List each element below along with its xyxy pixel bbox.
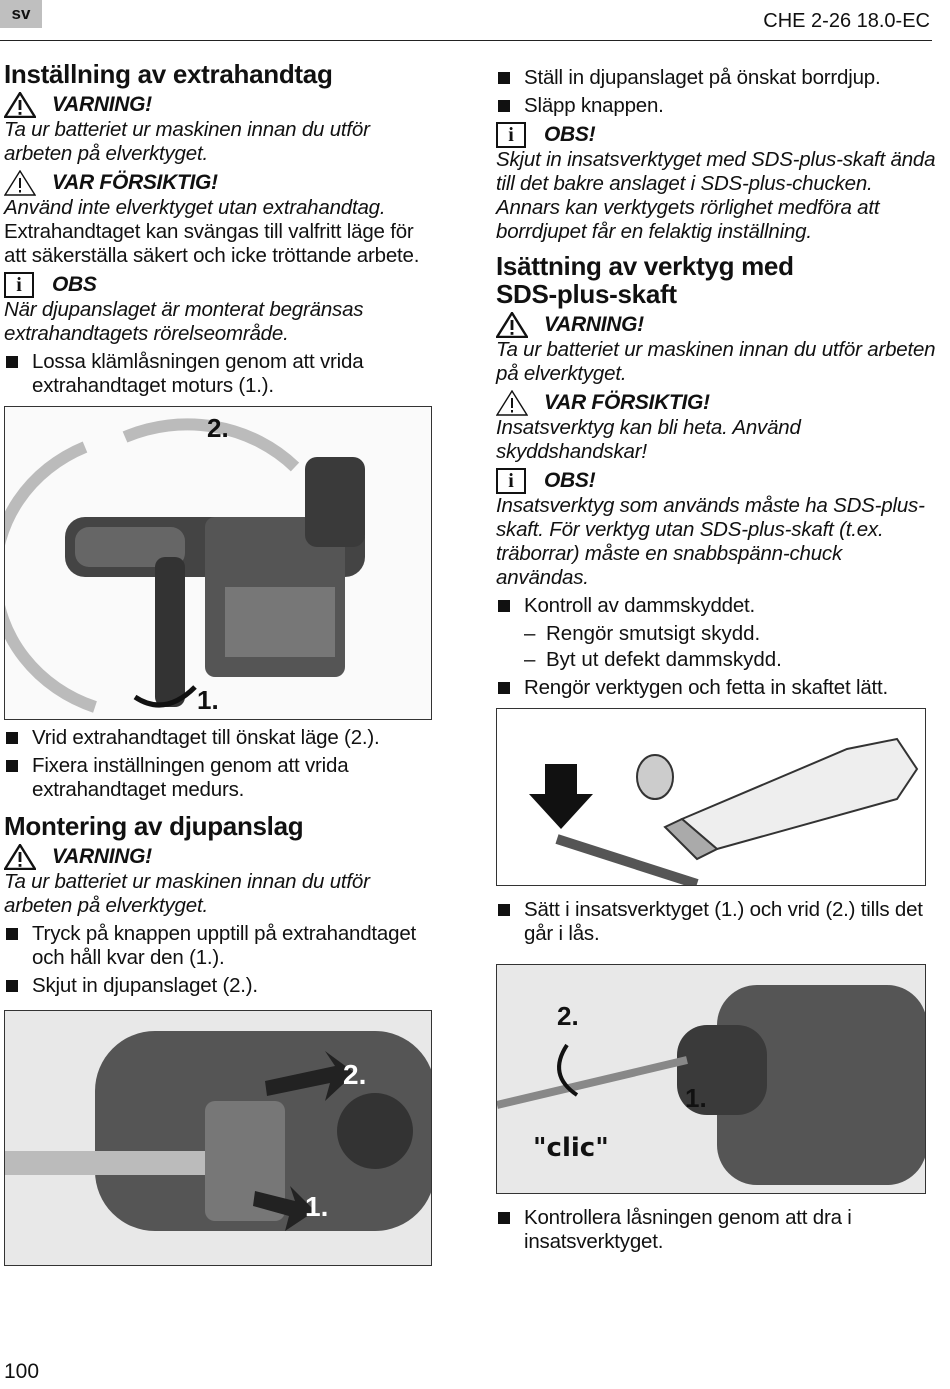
caution-word: VAR FÖRSIKTIG! xyxy=(52,171,218,194)
note-text: När djupanslaget är monterat begränsas e… xyxy=(4,298,364,345)
language-tag: sv xyxy=(0,0,42,28)
warning-signal: VARNING! xyxy=(4,92,434,118)
note-signal: i OBS! xyxy=(496,122,936,148)
model-name: CHE 2-26 18.0-EC xyxy=(763,10,930,32)
body-text: Extrahandtaget kan svängas till valfritt… xyxy=(4,220,420,267)
list-item: Kontrollera låsningen genom att dra i in… xyxy=(496,1206,936,1254)
figure-label-1: 1. xyxy=(685,1083,707,1113)
warning-text: Ta ur batteriet ur maskinen innan du utf… xyxy=(4,870,370,917)
list-item: Kontroll av dammskyddet. xyxy=(496,594,936,618)
caution-signal: VAR FÖRSIKTIG! xyxy=(496,390,936,416)
bullet-square-icon xyxy=(6,760,18,772)
bullet-square-icon xyxy=(6,732,18,744)
warning-word: VARNING! xyxy=(544,313,644,336)
section-title-tool-insertion: Isättning av verktyg med SDS-plus-skaft xyxy=(496,251,794,309)
bullet-square-icon xyxy=(498,1212,510,1224)
right-column: Ställ in djupanslaget på önskat borrdjup… xyxy=(496,60,936,1258)
note-text: Skjut in insatsverktyget med SDS-plus-sk… xyxy=(496,148,936,243)
note-word: OBS! xyxy=(544,123,596,146)
figure-grease-tube xyxy=(496,708,926,886)
warning-signal: VARNING! xyxy=(496,312,936,338)
info-icon: i xyxy=(496,122,530,148)
list-item: Tryck på knappen upptill på extrahand­ta… xyxy=(4,922,434,970)
warning-text: Ta ur batteriet ur maskinen innan du utf… xyxy=(496,338,936,385)
bullet-square-icon xyxy=(498,682,510,694)
info-icon: i xyxy=(496,468,530,494)
warning-triangle-icon xyxy=(4,92,38,118)
section-title-handle: Inställning av extrahandtag xyxy=(4,59,333,89)
caution-signal: VAR FÖRSIKTIG! xyxy=(4,170,434,196)
warning-word: VARNING! xyxy=(52,93,152,116)
warning-triangle-icon xyxy=(496,312,530,338)
sub-list-item: –Rengör smutsigt skydd. xyxy=(524,622,761,645)
list-item: Ställ in djupanslaget på önskat borrdjup… xyxy=(496,66,936,90)
info-icon: i xyxy=(4,272,38,298)
dash-icon: – xyxy=(524,648,536,671)
warning-triangle-icon xyxy=(4,844,38,870)
warning-text: Ta ur batteriet ur maskinen innan du utf… xyxy=(4,118,370,165)
bullet-square-icon xyxy=(6,980,18,992)
header-rule xyxy=(0,40,932,41)
sub-list-item: –Byt ut defekt dammskydd. xyxy=(524,648,782,671)
list-item: Rengör verktygen och fetta in skaftet lä… xyxy=(496,676,936,700)
bullet-square-icon xyxy=(498,72,510,84)
note-word: OBS xyxy=(52,273,97,296)
clic-label: "clic" xyxy=(533,1133,609,1163)
bullet-square-icon xyxy=(6,928,18,940)
caution-text: Insatsverktyg kan bli heta. Använd skydd… xyxy=(496,416,801,463)
list-item: Släpp knappen. xyxy=(496,94,936,118)
note-text: Insatsverktyg som används måste ha SDS-p… xyxy=(496,494,925,589)
list-item: Skjut in djupanslaget (2.). xyxy=(4,974,434,998)
figure-label-1: 1. xyxy=(305,1191,329,1222)
bullet-square-icon xyxy=(498,904,510,916)
list-item: Lossa klämlåsningen genom att vrida extr… xyxy=(4,350,434,398)
bullet-square-icon xyxy=(498,600,510,612)
left-column: Inställning av extrahandtag VARNING! Ta … xyxy=(4,60,434,1266)
figure-label-2: 2. xyxy=(207,413,229,443)
note-word: OBS! xyxy=(544,469,596,492)
bullet-square-icon xyxy=(498,100,510,112)
section-title-depth-stop: Montering av djupanslag xyxy=(4,811,304,841)
note-signal: i OBS xyxy=(4,272,434,298)
figure-label-1: 1. xyxy=(197,685,219,715)
list-item: Fixera inställningen genom att vrida ext… xyxy=(4,754,434,802)
figure-depth-stop: 1. 2. xyxy=(4,1010,432,1266)
warning-word: VARNING! xyxy=(52,845,152,868)
list-item: Sätt i insatsverktyget (1.) och vrid (2.… xyxy=(496,898,936,946)
figure-label-2: 2. xyxy=(343,1059,367,1090)
caution-text: Använd inte elverktyget utan extrahandta… xyxy=(4,196,386,219)
caution-word: VAR FÖRSIKTIG! xyxy=(544,391,710,414)
caution-triangle-icon xyxy=(4,170,38,196)
note-signal: i OBS! xyxy=(496,468,936,494)
warning-signal: VARNING! xyxy=(4,844,434,870)
page-number: 100 xyxy=(4,1360,40,1383)
caution-triangle-icon xyxy=(496,390,530,416)
figure-label-2: 2. xyxy=(557,1001,579,1031)
bullet-square-icon xyxy=(6,356,18,368)
figure-tool-insert: 1. 2. "clic" xyxy=(496,964,926,1194)
dash-icon: – xyxy=(524,622,536,645)
figure-handle-rotation: 1. 2. xyxy=(4,406,432,720)
list-item: Vrid extrahandtaget till önskat läge (2.… xyxy=(4,726,434,750)
